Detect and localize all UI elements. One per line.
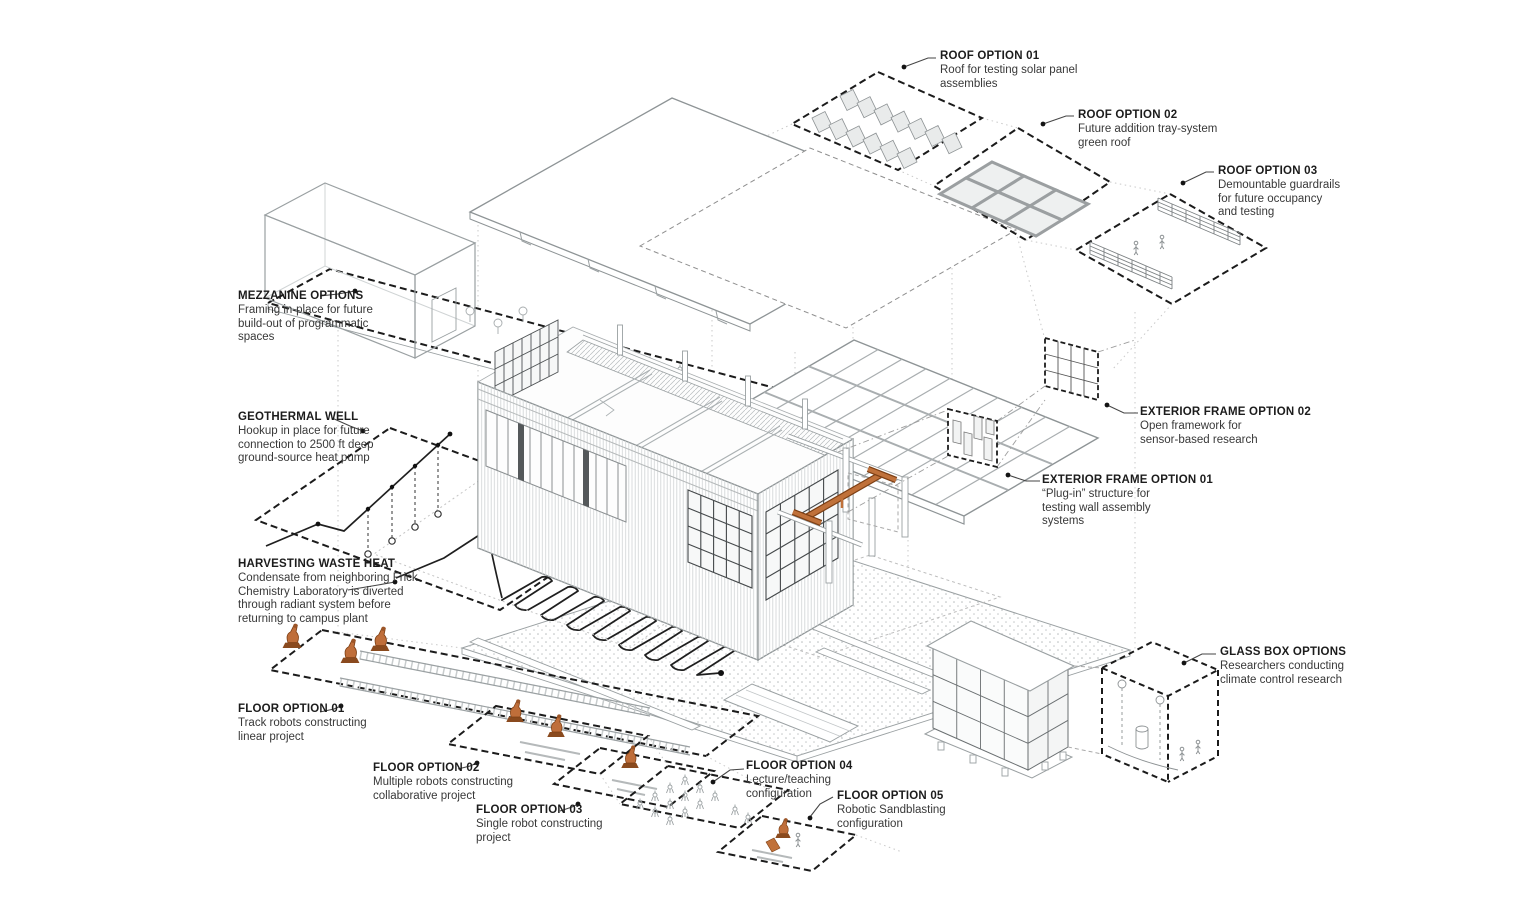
window-grid-front — [687, 489, 753, 589]
callout-title: GLASS BOX OPTIONS — [1220, 646, 1347, 658]
callout-title: ROOF OPTION 03 — [1218, 165, 1318, 177]
floor-option-zones — [267, 622, 903, 873]
callout-desc: Demountable guardrails for future occupa… — [1218, 179, 1341, 218]
floor-option-03-zone — [551, 744, 717, 809]
roof-assembly — [468, 97, 1100, 525]
callout-desc: Condensate from neighboring Frick Chemis… — [238, 572, 418, 625]
callout-title: FLOOR OPTION 05 — [837, 790, 944, 802]
glass-box-cube — [925, 620, 1076, 771]
callout-desc: Researchers conducting climate control r… — [1220, 660, 1345, 686]
callout-floor-option-03: FLOOR OPTION 03 Single robot constructin… — [476, 804, 676, 845]
callout-title: HARVESTING WASTE HEAT — [238, 558, 396, 570]
callout-desc: Roof for testing solar panel assemblies — [940, 64, 1078, 90]
interior-clerestory-grid — [494, 319, 559, 405]
callout-geothermal-well: GEOTHERMAL WELL Hookup in place for futu… — [238, 411, 438, 466]
exterior-frame-01 — [947, 407, 998, 469]
callout-title: FLOOR OPTION 01 — [238, 703, 345, 715]
callout-title: ROOF OPTION 01 — [940, 50, 1040, 62]
callout-floor-option-01: FLOOR OPTION 01 Track robots constructin… — [238, 703, 438, 744]
callout-title: ROOF OPTION 02 — [1078, 109, 1178, 121]
projected-wall-square — [847, 472, 899, 533]
callout-roof-option-03: ROOF OPTION 03 Demountable guardrails fo… — [1218, 165, 1418, 220]
callout-harvesting-waste-heat: HARVESTING WASTE HEAT Condensate from ne… — [238, 558, 453, 626]
callout-desc: Multiple robots constructing collaborati… — [373, 776, 513, 802]
callout-exterior-frame-option-02: EXTERIOR FRAME OPTION 02 Open framework … — [1140, 406, 1340, 447]
callout-title: FLOOR OPTION 03 — [476, 804, 583, 816]
callout-desc: Future addition tray-system green roof — [1078, 123, 1218, 149]
floor-option-04-zone — [617, 764, 791, 830]
callout-desc: Hookup in place for future connection to… — [238, 425, 374, 464]
interior-columns — [617, 324, 808, 430]
solar-panels — [811, 89, 963, 169]
callout-title: EXTERIOR FRAME OPTION 01 — [1042, 474, 1213, 486]
callout-desc: Track robots constructing linear project — [238, 717, 367, 743]
callout-desc: “Plug-in” structure for testing wall ass… — [1042, 488, 1151, 527]
callout-glass-box-options: GLASS BOX OPTIONS Researchers conducting… — [1220, 646, 1420, 687]
callout-floor-option-05: FLOOR OPTION 05 Robotic Sandblasting con… — [837, 790, 1037, 831]
leader-lines — [319, 57, 1216, 818]
floor-option-05-zone — [715, 814, 859, 873]
floor-option-02-zone — [445, 698, 651, 776]
gantry-crane — [791, 465, 898, 527]
callout-desc: Lecture/teaching configuration — [746, 774, 832, 800]
frame-columns — [825, 447, 909, 584]
callout-desc: Open framework for sensor-based research — [1140, 420, 1258, 446]
callout-title: FLOOR OPTION 04 — [746, 760, 853, 772]
front-wall — [477, 381, 759, 661]
callout-title: EXTERIOR FRAME OPTION 02 — [1140, 406, 1311, 418]
ramp — [722, 683, 860, 743]
callout-roof-option-02: ROOF OPTION 02 Future addition tray-syst… — [1078, 109, 1278, 150]
guardrails — [1089, 197, 1241, 290]
callout-title: FLOOR OPTION 02 — [373, 762, 480, 774]
mezzanine-wireframe-box — [263, 182, 477, 359]
end-wall — [757, 437, 854, 662]
exterior-frame-area — [777, 336, 1136, 584]
roof-option-02-zone — [932, 126, 1112, 242]
roof-option-01-zone — [789, 70, 985, 172]
callout-desc: Robotic Sandblasting configuration — [837, 804, 946, 830]
callout-exterior-frame-option-01: EXTERIOR FRAME OPTION 01 “Plug-in” struc… — [1042, 474, 1242, 529]
callout-title: GEOTHERMAL WELL — [238, 411, 359, 423]
roof-option-03-zone — [1074, 192, 1268, 306]
green-roof-trays — [936, 160, 1092, 238]
glass-box-options-cube — [1099, 640, 1221, 784]
glass-box-assembly — [923, 620, 1221, 784]
window-strip — [485, 409, 627, 523]
roof-future-extension — [638, 147, 1018, 329]
window-grid-end — [765, 469, 839, 601]
callout-mezzanine-options: MEZZANINE OPTIONS Framing in-place for f… — [238, 290, 438, 345]
callout-desc: Single robot constructing project — [476, 818, 603, 844]
exterior-frame-02 — [1044, 336, 1099, 402]
interior-trusses — [554, 369, 783, 483]
callout-roof-option-01: ROOF OPTION 01 Roof for testing solar pa… — [940, 50, 1140, 91]
callout-floor-option-02: FLOOR OPTION 02 Multiple robots construc… — [373, 762, 573, 803]
roof-option-zones — [789, 70, 1268, 306]
geothermal-zone — [253, 426, 637, 612]
callout-title: MEZZANINE OPTIONS — [238, 290, 364, 302]
main-building — [477, 319, 854, 662]
callout-desc: Framing in-place for future build-out of… — [238, 304, 373, 343]
leader-dots — [338, 64, 1187, 821]
callout-floor-option-04: FLOOR OPTION 04 Lecture/teaching configu… — [746, 760, 946, 801]
